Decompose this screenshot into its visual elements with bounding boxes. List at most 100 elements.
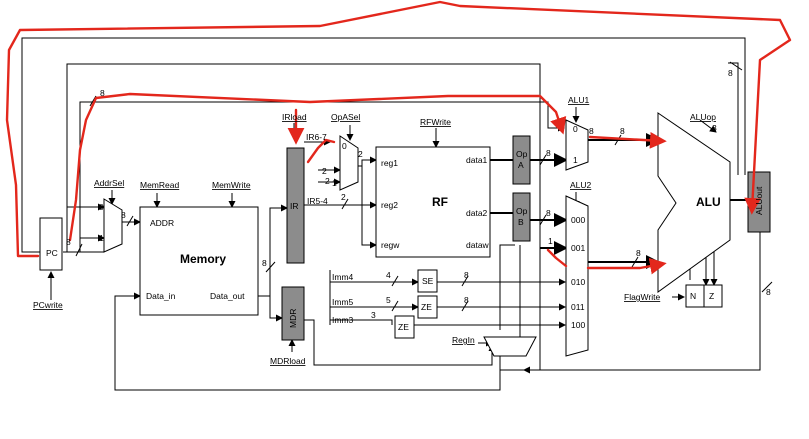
bus-width-opasel-out: 2 bbox=[358, 149, 363, 159]
data-in-wire bbox=[114, 292, 501, 391]
aluout-to-pc-wire bbox=[21, 37, 746, 253]
mdr-label: MDR bbox=[288, 309, 298, 328]
regin-mux bbox=[483, 336, 537, 357]
n-flag-label: N bbox=[690, 291, 696, 301]
memory-label: Memory bbox=[180, 252, 226, 266]
alu1-label: ALU1 bbox=[568, 95, 590, 105]
addrsel-in1-label: 1 bbox=[99, 233, 104, 243]
alu1-in0-label: 0 bbox=[573, 124, 578, 134]
alu-label: ALU bbox=[696, 195, 721, 209]
ze-label: ZE bbox=[421, 302, 432, 312]
blocks bbox=[39, 112, 771, 357]
bus-slash bbox=[461, 300, 469, 312]
bus-width-se-out: 8 bbox=[464, 270, 469, 280]
dataw-wire bbox=[499, 244, 515, 330]
regin-label: RegIn bbox=[452, 335, 475, 345]
aluop-label: ALUop bbox=[690, 112, 716, 122]
imm5-label: Imm5 bbox=[332, 297, 354, 307]
rf-reg2-label: reg2 bbox=[381, 200, 398, 210]
z-flag-label: Z bbox=[709, 291, 714, 301]
opb-label-line2: B bbox=[518, 217, 524, 227]
bus-slash bbox=[391, 275, 399, 287]
bus-slash bbox=[539, 154, 547, 166]
alu-top-wire bbox=[728, 62, 739, 175]
bus-slash bbox=[539, 214, 547, 226]
bus-width-data2: 8 bbox=[546, 208, 551, 218]
rf-block bbox=[375, 146, 491, 258]
pcwrite-label: PCwrite bbox=[33, 300, 63, 310]
memread-label: MemRead bbox=[140, 180, 179, 190]
addrsel-mux bbox=[103, 198, 123, 253]
se-label: SE bbox=[422, 276, 434, 286]
bus-width-ir-field: 2 bbox=[322, 166, 327, 176]
rf-label: RF bbox=[432, 195, 448, 209]
alu2-in000-label: 000 bbox=[571, 215, 585, 225]
mem-data-in-label: Data_in bbox=[146, 291, 176, 301]
labels: PC PCwrite AddrSel 0 1 MemRead MemWrite … bbox=[33, 68, 771, 366]
opasel-in1-label: 1 bbox=[332, 178, 337, 188]
irload-label: IRload bbox=[282, 112, 307, 122]
red-alu2-stroke bbox=[586, 257, 667, 275]
ze-block bbox=[417, 295, 438, 319]
alu2-in011-label: 011 bbox=[571, 302, 585, 312]
mem-addr-label: ADDR bbox=[150, 218, 174, 228]
ir-register bbox=[286, 147, 305, 264]
rf-data1-label: data1 bbox=[466, 155, 488, 165]
bus-width-top-loop: 8 bbox=[100, 88, 105, 98]
bus-width-aluout-back: 8 bbox=[728, 68, 733, 78]
bus-width-ze-out: 8 bbox=[464, 295, 469, 305]
addrsel-label: AddrSel bbox=[94, 178, 124, 188]
alu1-mux bbox=[565, 119, 589, 171]
rf-regw-label: regw bbox=[381, 240, 400, 250]
memwrite-label: MemWrite bbox=[212, 180, 251, 190]
memory-block bbox=[139, 206, 259, 316]
ir67-label: IR6-7 bbox=[306, 132, 327, 142]
flagwrite-label: FlagWrite bbox=[624, 292, 660, 302]
bus-width-addrsel-out: 8 bbox=[121, 210, 126, 220]
se-block bbox=[417, 269, 438, 293]
opa-register bbox=[512, 135, 531, 185]
opa-label-line2: A bbox=[518, 160, 524, 170]
alu2-in010-label: 010 bbox=[571, 277, 585, 287]
opasel-label: OpASel bbox=[331, 112, 360, 122]
bus-width-alu2-in001: 1 bbox=[548, 236, 553, 246]
bus-width-pc-out: 8 bbox=[66, 237, 71, 247]
red-001-stroke bbox=[546, 248, 568, 268]
red-loop-stroke bbox=[5, 0, 792, 258]
bus-width-alu1-in1: 8 bbox=[589, 126, 594, 136]
bus-width-mem-out: 8 bbox=[262, 258, 267, 268]
alu1-in1-label: 1 bbox=[573, 155, 578, 165]
bus-slash bbox=[461, 275, 469, 287]
regw-wire bbox=[361, 166, 377, 249]
aluout-label: ALUout bbox=[754, 186, 764, 215]
bus-slash bbox=[631, 256, 639, 268]
pc-register bbox=[39, 217, 63, 271]
bus-width-aluop: 3 bbox=[712, 123, 717, 133]
red-ir-stroke bbox=[306, 138, 336, 164]
imm3-label: Imm3 bbox=[332, 315, 354, 325]
rf-data2-label: data2 bbox=[466, 208, 488, 218]
bus-slash bbox=[391, 300, 399, 312]
mdr-to-regin-wire bbox=[304, 319, 496, 366]
red-annotation-path bbox=[5, 0, 792, 275]
imm3-wire bbox=[330, 319, 393, 325]
opasel-mux bbox=[339, 135, 359, 191]
pc-bus-wire bbox=[66, 63, 541, 370]
red-alu1-stroke bbox=[588, 131, 667, 149]
alu2-label: ALU2 bbox=[570, 180, 592, 190]
bus-width-alu2-out: 8 bbox=[636, 248, 641, 258]
mdr-register bbox=[281, 286, 305, 341]
bus-width-alu1-out: 8 bbox=[620, 126, 625, 136]
bus-width-aluout-down: 8 bbox=[766, 287, 771, 297]
opasel-out-wire bbox=[358, 156, 377, 167]
rf-dataw-label: dataw bbox=[466, 240, 490, 250]
bus-slash bbox=[75, 243, 83, 257]
opasel-in0-label: 0 bbox=[342, 141, 347, 151]
ze-block-2 bbox=[394, 315, 415, 339]
mdrload-label: MDRload bbox=[270, 356, 306, 366]
opb-register bbox=[512, 192, 531, 242]
z-flag-register bbox=[703, 284, 723, 308]
rf-reg1-label: reg1 bbox=[381, 158, 398, 168]
